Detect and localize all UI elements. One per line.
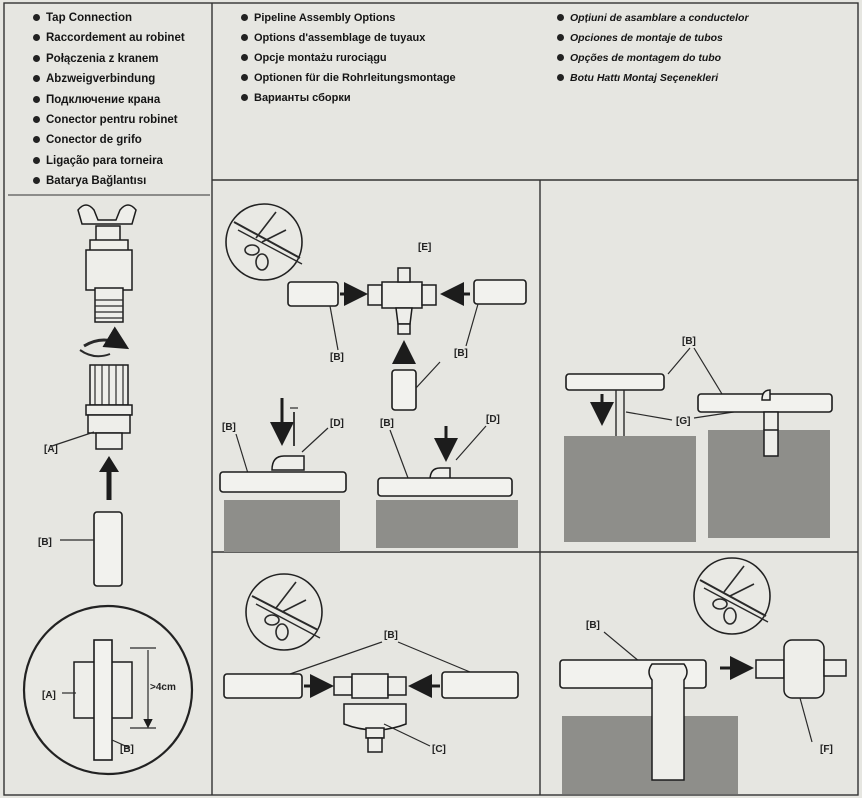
list-item: Conector pentru robinet bbox=[32, 110, 185, 130]
label-b-1: [B] bbox=[38, 537, 52, 548]
svg-text:[E]: [E] bbox=[418, 242, 431, 253]
list-item: Opcje montażu rurociągu bbox=[240, 48, 456, 68]
svg-text:[D]: [D] bbox=[486, 414, 500, 425]
list-item: Opções de montagem do tubo bbox=[556, 48, 749, 68]
svg-text:[B]: [B] bbox=[120, 744, 134, 755]
scissors-icon-2 bbox=[245, 573, 323, 651]
arrow-icon bbox=[99, 456, 119, 500]
tee-fitting-e bbox=[287, 267, 527, 411]
svg-text:[G]: [G] bbox=[676, 416, 690, 427]
assembly-options-list: Pipeline Assembly Options Options d'asse… bbox=[240, 8, 456, 108]
dripper-c-assembly: [B] [C] bbox=[223, 630, 519, 755]
list-item: Opciones de montaje de tubos bbox=[556, 28, 749, 48]
label-depth: >4cm bbox=[150, 682, 176, 693]
pipe-b-vertical bbox=[60, 511, 123, 587]
list-item: Optionen für die Rohrleitungsmontage bbox=[240, 68, 456, 88]
svg-text:[B]: [B] bbox=[38, 537, 52, 548]
pipe-with-dripper-d1: [B] [D] bbox=[219, 398, 347, 552]
svg-text:>4cm: >4cm bbox=[150, 682, 176, 693]
svg-text:[B]: [B] bbox=[380, 418, 394, 429]
label-b-4: [B] bbox=[454, 348, 468, 359]
tap-connector bbox=[51, 364, 133, 450]
svg-text:[B]: [B] bbox=[454, 348, 468, 359]
end-dripper-f-assembly: [B] [F] bbox=[559, 620, 847, 794]
svg-text:[B]: [B] bbox=[384, 630, 398, 641]
svg-text:[A]: [A] bbox=[44, 444, 58, 455]
label-b-2: [B] bbox=[120, 744, 134, 755]
list-item: Options d'assemblage de tuyaux bbox=[240, 28, 456, 48]
list-item: Połączenia z kranem bbox=[32, 49, 185, 69]
depth-detail bbox=[22, 604, 194, 776]
list-item: Tap Connection bbox=[32, 8, 185, 28]
list-item: Abzweigverbindung bbox=[32, 69, 185, 89]
list-item: Raccordement au robinet bbox=[32, 28, 185, 48]
tap-connection-list: Tap Connection Raccordement au robinet P… bbox=[32, 8, 185, 192]
svg-text:[F]: [F] bbox=[820, 744, 833, 755]
svg-text:[B]: [B] bbox=[586, 620, 600, 631]
stake-install: [B] [G] bbox=[564, 336, 833, 542]
label-e: [E] bbox=[418, 242, 431, 253]
scissors-icon bbox=[225, 203, 303, 281]
svg-text:[D]: [D] bbox=[330, 418, 344, 429]
pipe-with-dripper-d2: [B] [D] bbox=[376, 414, 518, 548]
label-a-2: [A] bbox=[42, 690, 56, 701]
panel-grid bbox=[3, 2, 859, 796]
label-b-3: [B] bbox=[330, 352, 344, 363]
rotate-arrow-icon bbox=[79, 326, 130, 358]
svg-text:[C]: [C] bbox=[432, 744, 446, 755]
svg-text:[B]: [B] bbox=[330, 352, 344, 363]
list-item: Ligação para torneira bbox=[32, 151, 185, 171]
tap-illustration bbox=[77, 204, 137, 323]
svg-text:[A]: [A] bbox=[42, 690, 56, 701]
list-item: Conector de grifo bbox=[32, 130, 185, 150]
list-item: Варианты сборки bbox=[240, 88, 456, 108]
svg-text:[B]: [B] bbox=[682, 336, 696, 347]
list-item: Batarya Bağlantısı bbox=[32, 171, 185, 191]
svg-text:[B]: [B] bbox=[222, 422, 236, 433]
list-item: Pipeline Assembly Options bbox=[240, 8, 456, 28]
list-item: Подключение крана bbox=[32, 90, 185, 110]
scissors-icon-3 bbox=[693, 557, 771, 635]
list-item: Botu Hattı Montaj Seçenekleri bbox=[556, 68, 749, 88]
assembly-options-list-2: Opțiuni de asamblare a conductelor Opcio… bbox=[556, 8, 749, 88]
list-item: Opțiuni de asamblare a conductelor bbox=[556, 8, 749, 28]
label-a-1: [A] bbox=[44, 444, 58, 455]
